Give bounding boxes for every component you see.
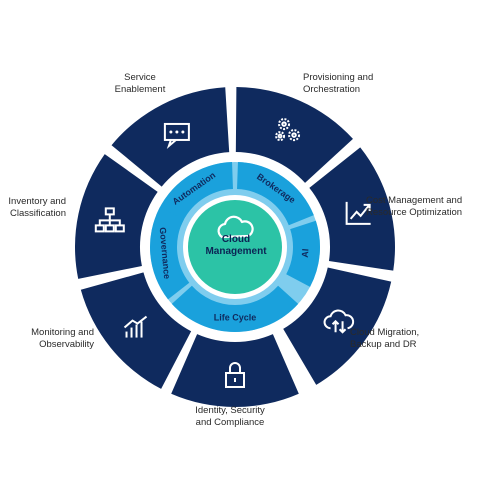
cloud-icon <box>217 215 254 239</box>
inner-segment-governance <box>149 207 190 300</box>
outer-label-cloud-migration: Cloud Migration, Backup and DR <box>350 327 420 350</box>
inner-segment-ai <box>286 220 320 287</box>
chat-icon <box>163 122 190 150</box>
outer-segment-cost-management <box>309 147 395 271</box>
bar-trend-icon <box>123 315 148 338</box>
center-title: Cloud Management <box>205 234 267 257</box>
outer-segment-inventory <box>74 154 158 279</box>
cloud-sync-icon <box>323 309 355 334</box>
outer-segment-service-enablement <box>111 87 230 187</box>
outer-ring <box>74 87 395 408</box>
outer-segment-identity-security <box>171 334 299 408</box>
center-circle <box>188 200 282 294</box>
inner-label-ai: AI <box>300 248 311 258</box>
inner-segment-brokerage <box>237 162 314 226</box>
outer-icons <box>94 118 371 388</box>
hierarchy-icon <box>94 207 125 233</box>
outer-label-identity-security: Identity, Security and Compliance <box>195 405 265 428</box>
outer-label-monitoring: Monitoring and Observability <box>31 327 94 350</box>
inner-label-life-cycle: Life Cycle <box>214 312 257 322</box>
inner-segment-life-cycle <box>171 285 299 332</box>
outer-label-provisioning: Provisioning and Orchestration <box>303 72 374 95</box>
outer-label-cost-management: Cost Management and Resource Optimizatio… <box>366 195 463 218</box>
outer-segment-cloud-migration <box>283 267 392 385</box>
gears-icon <box>275 118 301 142</box>
inner-segment-automation <box>156 162 233 226</box>
outer-label-service-enablement: Service Enablement <box>114 72 166 95</box>
trend-chart-icon <box>345 201 371 225</box>
lock-icon <box>225 362 245 388</box>
center-disc <box>188 200 282 294</box>
outer-segment-provisioning <box>235 87 353 183</box>
inner-label-governance: Governance <box>158 227 172 280</box>
outer-label-inventory: Inventory and Classification <box>8 196 66 219</box>
